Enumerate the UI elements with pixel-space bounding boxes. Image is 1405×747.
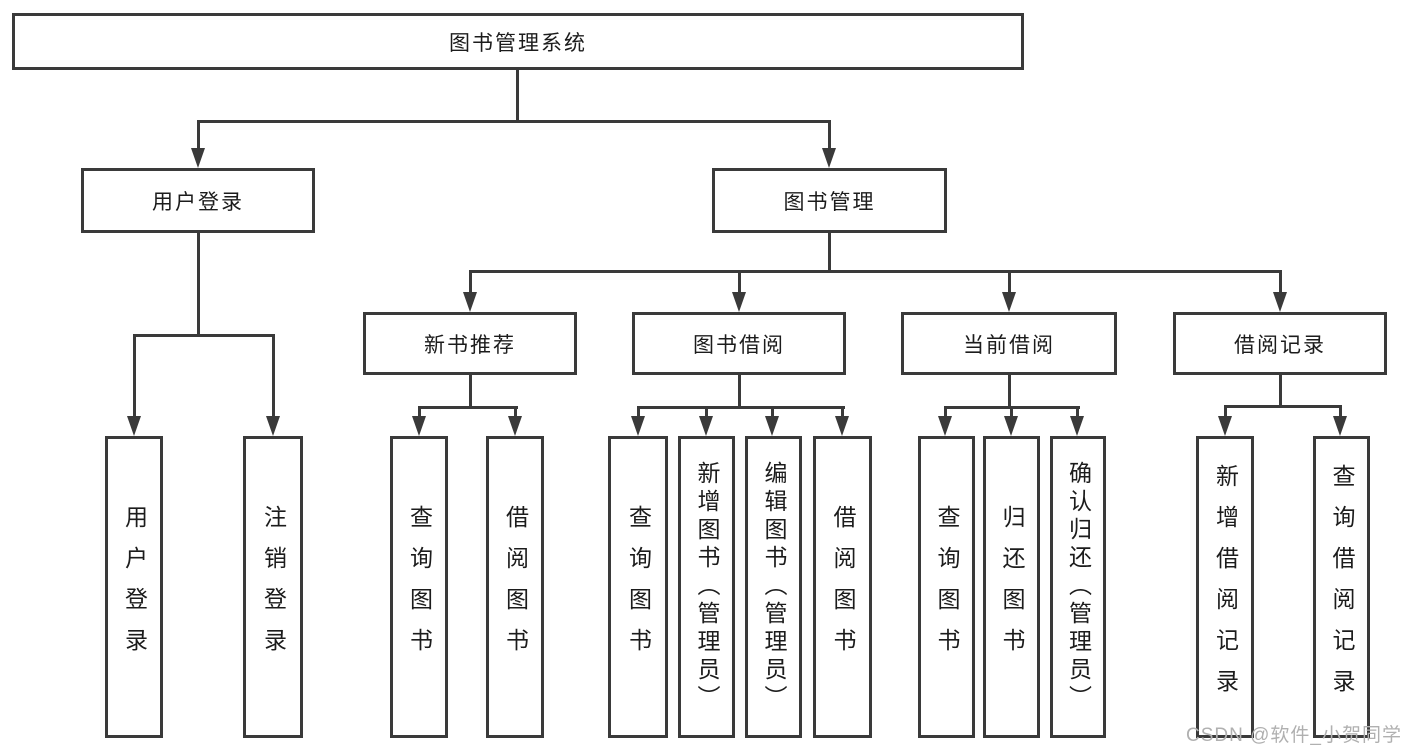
node-current-borrow-label: 当前借阅 xyxy=(963,333,1055,357)
arrow-down-icon xyxy=(1273,292,1287,312)
node-book-borrow-label: 图书借阅 xyxy=(693,333,785,357)
node-borrow-record-label: 借阅记录 xyxy=(1234,333,1326,357)
leaf-label: 注销登录 xyxy=(260,505,287,669)
leaf-query-books: 查询图书 xyxy=(390,436,448,738)
leaf-label: 借阅图书 xyxy=(830,505,856,669)
connector-vline xyxy=(738,375,741,409)
node-borrow-record: 借阅记录 xyxy=(1173,312,1387,375)
connector-vline xyxy=(841,406,844,418)
leaf-label: 查询图书 xyxy=(406,505,433,669)
connector-vline xyxy=(469,375,472,409)
connector-vline xyxy=(514,406,517,418)
connector-vline xyxy=(705,406,708,418)
connector-vline xyxy=(197,120,200,150)
arrow-down-icon xyxy=(938,416,952,436)
arrow-down-icon xyxy=(266,416,280,436)
connector-hline xyxy=(133,334,275,337)
leaf-label: 借阅图书 xyxy=(502,505,529,669)
arrow-down-icon xyxy=(631,416,645,436)
node-book-management: 图书管理 xyxy=(712,168,947,233)
leaf-edit-books-admin: 编辑图书（管理员） xyxy=(745,436,802,738)
connector-vline xyxy=(828,233,831,273)
connector-vline xyxy=(1008,270,1011,294)
arrow-down-icon xyxy=(699,416,713,436)
node-user-login: 用户登录 xyxy=(81,168,315,233)
arrow-down-icon xyxy=(412,416,426,436)
arrow-down-icon xyxy=(765,416,779,436)
leaf-label: 新增借阅记录 xyxy=(1212,464,1239,710)
leaf-borrow-books: 借阅图书 xyxy=(486,436,544,738)
connector-vline xyxy=(272,334,275,418)
node-root-label: 图书管理系统 xyxy=(449,31,587,55)
leaf-label: 查询借阅记录 xyxy=(1329,464,1355,710)
node-book-borrow: 图书借阅 xyxy=(632,312,846,375)
node-book-management-label: 图书管理 xyxy=(783,190,876,214)
connector-hline xyxy=(1224,405,1342,408)
arrow-down-icon xyxy=(1070,416,1084,436)
leaf-label: 查询图书 xyxy=(625,505,652,669)
leaf-user-login: 用户登录 xyxy=(105,436,163,738)
arrow-down-icon xyxy=(1002,292,1016,312)
node-new-book-recommend: 新书推荐 xyxy=(363,312,577,375)
leaf-confirm-return-admin: 确认归还（管理员） xyxy=(1050,436,1106,738)
node-current-borrow: 当前借阅 xyxy=(901,312,1117,375)
leaf-add-books-admin: 新增图书（管理员） xyxy=(678,436,735,738)
connector-vline xyxy=(1279,375,1282,408)
connector-vline xyxy=(133,334,136,418)
arrow-down-icon xyxy=(1333,416,1347,436)
arrow-down-icon xyxy=(822,148,836,168)
connector-vline xyxy=(738,270,741,294)
arrow-down-icon xyxy=(1218,416,1232,436)
arrow-down-icon xyxy=(835,416,849,436)
connector-vline xyxy=(469,270,472,294)
connector-vline xyxy=(418,406,421,418)
connector-vline xyxy=(1008,375,1011,409)
node-new-book-recommend-label: 新书推荐 xyxy=(424,333,516,357)
connector-vline xyxy=(1224,405,1227,418)
connector-vline xyxy=(944,406,947,418)
connector-hline xyxy=(197,120,831,123)
connector-vline xyxy=(771,406,774,418)
connector-hline xyxy=(418,406,518,409)
connector-vline xyxy=(1279,270,1282,294)
leaf-return-books: 归还图书 xyxy=(983,436,1040,738)
leaf-label: 归还图书 xyxy=(999,505,1025,669)
connector-vline xyxy=(516,69,519,123)
connector-vline xyxy=(1076,406,1079,418)
leaf-query-borrow-record: 查询借阅记录 xyxy=(1313,436,1370,738)
leaf-borrow-books: 借阅图书 xyxy=(813,436,872,738)
arrow-down-icon xyxy=(732,292,746,312)
arrow-down-icon xyxy=(191,148,205,168)
leaf-label: 新增图书（管理员） xyxy=(694,461,720,713)
leaf-query-books: 查询图书 xyxy=(918,436,975,738)
connector-vline xyxy=(1010,406,1013,418)
node-user-login-label: 用户登录 xyxy=(152,190,244,214)
leaf-query-books: 查询图书 xyxy=(608,436,668,738)
leaf-label: 确认归还（管理员） xyxy=(1065,461,1092,713)
connector-vline xyxy=(197,233,200,337)
connector-hline xyxy=(469,270,1282,273)
node-root: 图书管理系统 xyxy=(12,13,1024,70)
connector-vline xyxy=(828,120,831,150)
watermark: CSDN @软件_小贺同学 xyxy=(1186,725,1402,746)
leaf-label: 查询图书 xyxy=(934,505,960,669)
leaf-add-borrow-record: 新增借阅记录 xyxy=(1196,436,1254,738)
arrow-down-icon xyxy=(127,416,141,436)
connector-hline xyxy=(637,406,845,409)
leaf-logout: 注销登录 xyxy=(243,436,303,738)
arrow-down-icon xyxy=(1004,416,1018,436)
arrow-down-icon xyxy=(463,292,477,312)
connector-vline xyxy=(637,406,640,418)
leaf-label: 用户登录 xyxy=(121,505,148,669)
arrow-down-icon xyxy=(508,416,522,436)
leaf-label: 编辑图书（管理员） xyxy=(761,461,787,713)
connector-vline xyxy=(1339,405,1342,418)
